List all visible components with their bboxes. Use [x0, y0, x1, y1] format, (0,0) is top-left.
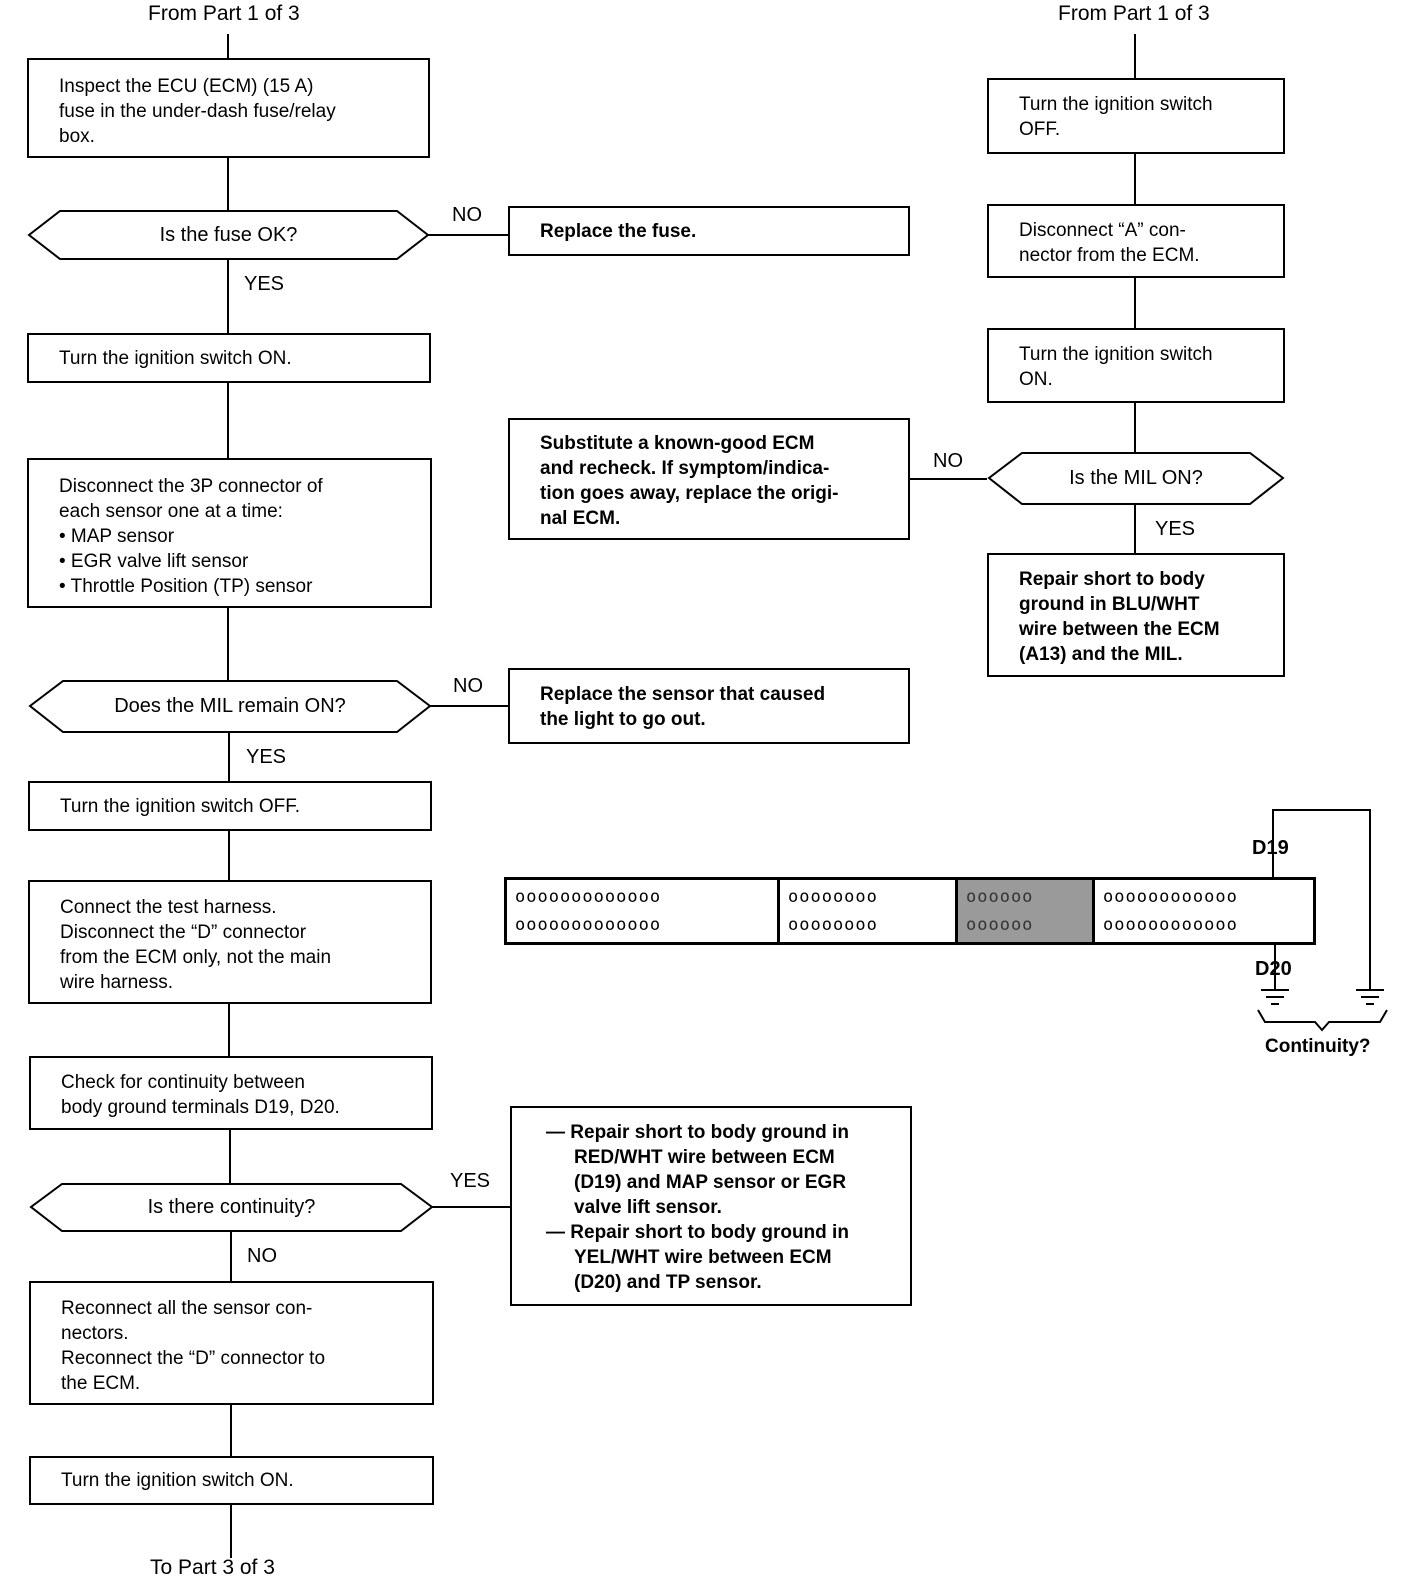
decision-text: Is the fuse OK? [159, 223, 298, 246]
decision-hexagon-shape [987, 452, 1285, 505]
replace-fuse-step: Replace the fuse. [508, 206, 910, 256]
ecm-d-connector: ooooooooooooo ooooooooooooo oooooooo ooo… [504, 877, 1316, 945]
turn-ignition-off-step: Turn the ignition switch OFF. [28, 781, 432, 831]
yes-label-mil-remain: YES [246, 746, 287, 768]
repair-blu-wht-step: Repair short to body ground in BLU/WHT w… [987, 553, 1285, 677]
continuity-label: Continuity? [1265, 1036, 1371, 1057]
to-part-3-label: To Part 3 of 3 [150, 1556, 275, 1579]
no-label-mil-remain: NO [453, 675, 483, 697]
disconnect-3p-step: Disconnect the 3P connector of each sens… [27, 458, 432, 608]
decision-text: Does the MIL remain ON? [114, 695, 346, 717]
connector-segment-1: ooooooooooooo ooooooooooooo [507, 880, 780, 942]
decision-hexagon-shape [27, 210, 430, 260]
reconnect-connectors-step: Reconnect all the sensor con- nectors. R… [29, 1281, 434, 1405]
connector-segment-2: oooooooo oooooooo [780, 880, 958, 942]
connector-segment-4: oooooooooooo oooooooooooo [1095, 880, 1313, 942]
pin-row: oooooo [966, 887, 1034, 907]
no-label-continuity: NO [247, 1245, 277, 1267]
yes-label-continuity: YES [450, 1170, 491, 1192]
pin-row: oooooooo [788, 887, 878, 907]
substitute-ecm-step: Substitute a known-good ECM and recheck.… [508, 418, 910, 540]
pin-row: oooooo [966, 915, 1034, 935]
check-continuity-step: Check for continuity between body ground… [29, 1056, 433, 1130]
connector-segment-shaded: oooooo oooooo [958, 880, 1095, 942]
pin-row: ooooooooooooo [515, 915, 662, 935]
from-part-1-label-left: From Part 1 of 3 [148, 2, 300, 25]
pin-d19-label: D19 [1252, 837, 1289, 859]
right-turn-ignition-off-step: Turn the ignition switch OFF. [987, 78, 1285, 154]
pin-row: oooooooooooo [1103, 915, 1238, 935]
from-part-1-label-right: From Part 1 of 3 [1058, 2, 1210, 25]
no-label-mil-on: NO [933, 450, 963, 472]
mil-on-decision: Is the MIL ON? [987, 452, 1285, 505]
yes-label-mil-on: YES [1155, 518, 1196, 540]
mil-remain-on-decision: Does the MIL remain ON? [28, 680, 432, 733]
decision-text: Is there continuity? [147, 1196, 316, 1218]
pin-row: ooooooooooooo [515, 887, 662, 907]
turn-ignition-on-step: Turn the ignition switch ON. [27, 333, 431, 383]
decision-text: Is the MIL ON? [1069, 467, 1203, 489]
no-label-fuse: NO [452, 204, 482, 226]
connect-test-harness-step: Connect the test harness. Disconnect the… [28, 880, 432, 1004]
replace-sensor-step: Replace the sensor that caused the light… [508, 668, 910, 744]
pin-row: oooooooo [788, 915, 878, 935]
pin-d20-label: D20 [1255, 958, 1292, 980]
inspect-fuse-step: Inspect the ECU (ECM) (15 A) fuse in the… [27, 58, 430, 158]
repair-short-step: — Repair short to body ground in RED/WHT… [510, 1106, 912, 1306]
disconnect-a-connector-step: Disconnect “A” con- nector from the ECM. [987, 204, 1285, 278]
pin-row: oooooooooooo [1103, 887, 1238, 907]
continuity-decision: Is there continuity? [29, 1183, 434, 1232]
turn-ignition-on-final-step: Turn the ignition switch ON. [29, 1456, 434, 1505]
yes-label-fuse: YES [244, 273, 285, 295]
decision-hexagon-shape [29, 1183, 434, 1232]
right-turn-ignition-on-step: Turn the ignition switch ON. [987, 328, 1285, 403]
decision-hexagon-shape [28, 680, 432, 733]
fuse-ok-decision: Is the fuse OK? [27, 210, 430, 260]
